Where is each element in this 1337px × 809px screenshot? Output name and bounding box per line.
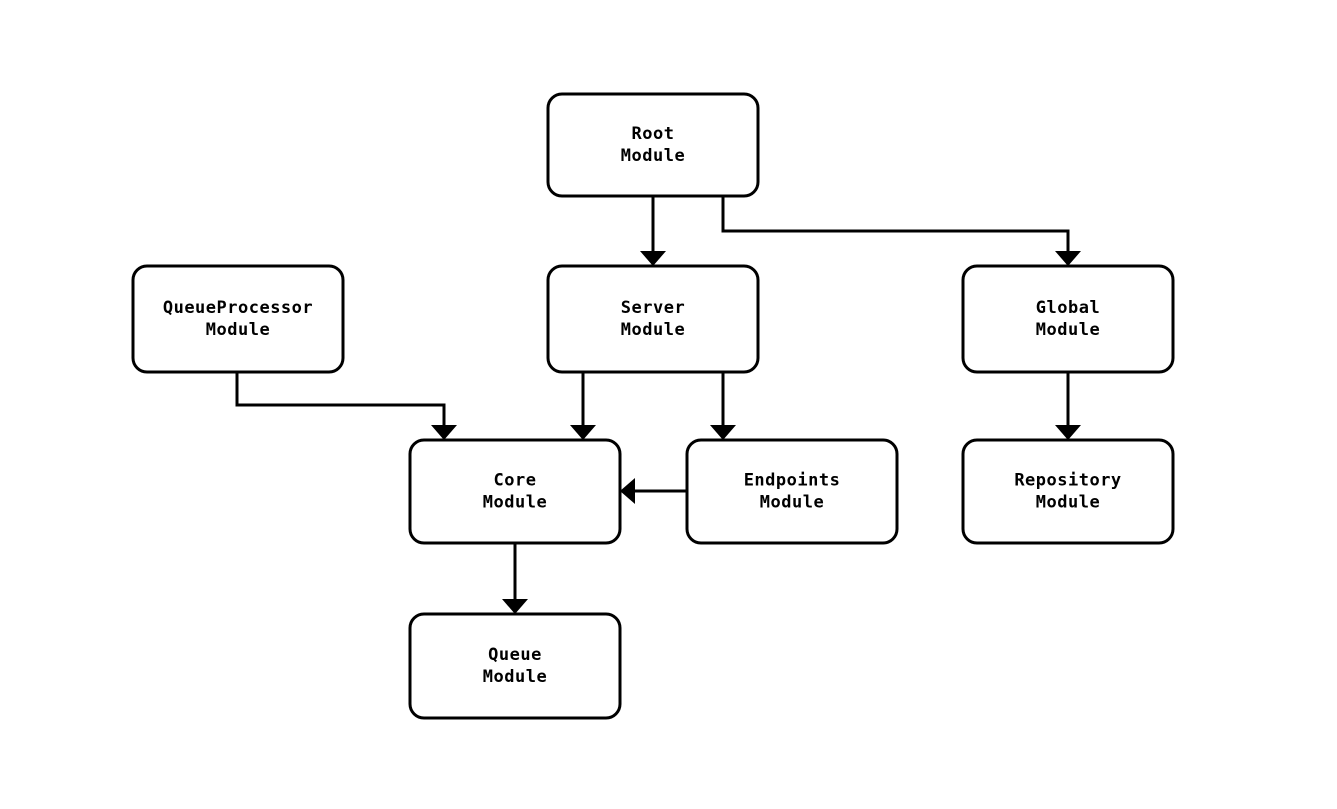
edge-global-to-repository <box>1055 372 1081 440</box>
node-label-line2: Module <box>1036 493 1100 513</box>
edge-root-to-global <box>721 196 1081 266</box>
node-label-line1: Queue <box>488 645 542 665</box>
node-label-line2: Module <box>1036 320 1100 340</box>
node-label-line1: Repository <box>1014 471 1121 491</box>
node-box[interactable] <box>546 92 760 198</box>
node-box[interactable] <box>685 438 899 545</box>
arrowhead-icon <box>710 425 736 440</box>
arrowhead-icon <box>620 478 635 504</box>
edge-server-to-endpoints <box>710 372 736 440</box>
node-label-line2: Module <box>621 146 685 166</box>
edges-layer <box>235 196 1081 614</box>
node-label-line1: Global <box>1036 298 1100 318</box>
node-label-line2: Module <box>206 320 270 340</box>
arrowhead-icon <box>1055 251 1081 266</box>
node-label-line2: Module <box>483 493 547 513</box>
node-box[interactable] <box>408 438 622 545</box>
node-box[interactable] <box>961 438 1175 545</box>
edge-queueprocessor-to-core <box>235 372 457 440</box>
arrowhead-icon <box>640 251 666 266</box>
node-box[interactable] <box>961 264 1175 374</box>
edge-line <box>235 372 446 426</box>
node-box[interactable] <box>546 264 760 374</box>
arrowhead-icon <box>1055 425 1081 440</box>
node-label-line1: Core <box>494 471 537 491</box>
node-label-line1: Endpoints <box>744 471 841 491</box>
edge-root-to-server <box>640 196 666 266</box>
node-label-line2: Module <box>621 320 685 340</box>
edge-endpoints-to-core <box>620 478 687 504</box>
edge-server-to-core <box>570 372 596 440</box>
edge-core-to-queue <box>502 543 528 614</box>
node-label-line1: Root <box>632 124 675 144</box>
arrowhead-icon <box>570 425 596 440</box>
edge-line <box>721 196 1070 252</box>
arrowhead-icon <box>502 599 528 614</box>
node-label-line1: Server <box>621 298 685 318</box>
node-box[interactable] <box>131 264 345 374</box>
node-label-line2: Module <box>760 493 824 513</box>
node-box[interactable] <box>408 612 622 720</box>
arrowhead-icon <box>431 425 457 440</box>
nodes-layer: RootModuleQueueProcessorModuleServerModu… <box>131 92 1175 720</box>
node-label-line2: Module <box>483 667 547 687</box>
node-label-line1: QueueProcessor <box>163 298 313 318</box>
